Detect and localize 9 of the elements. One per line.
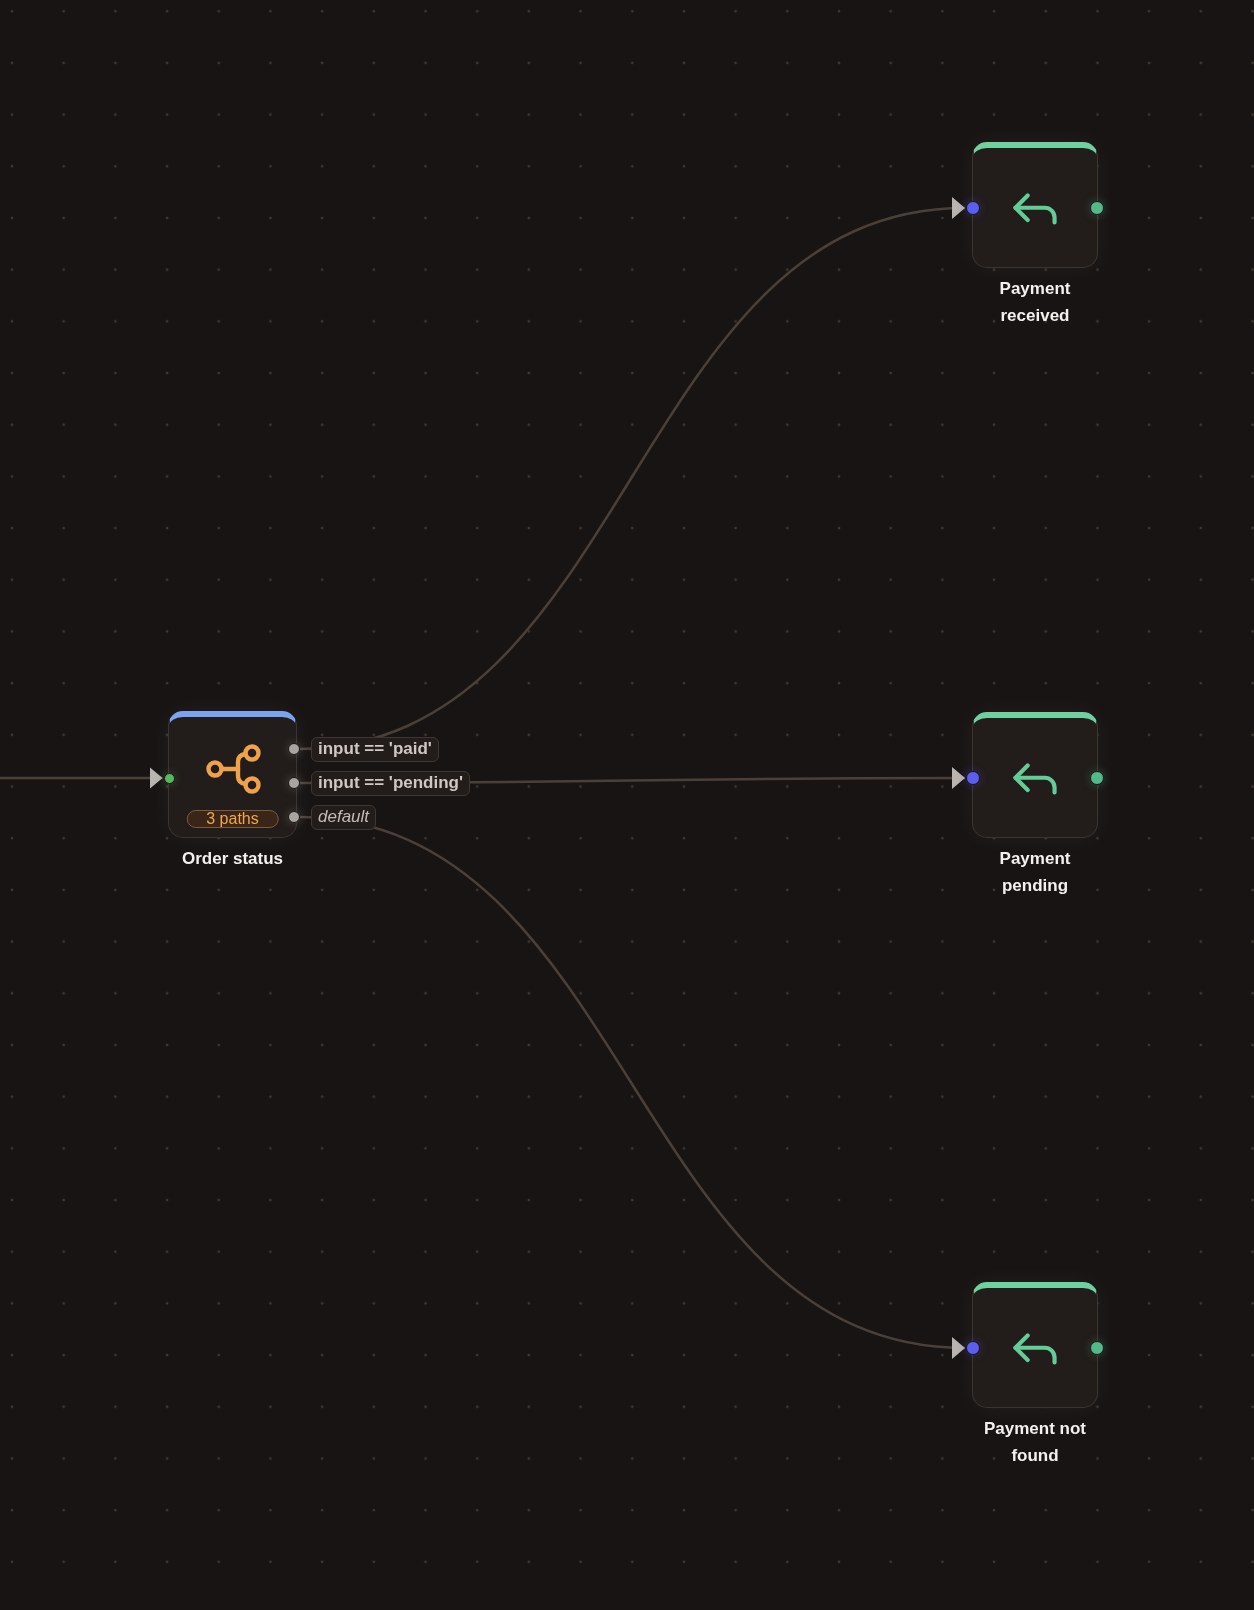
edge-label: input == 'paid' bbox=[311, 736, 439, 762]
node-title: Order status bbox=[180, 848, 285, 870]
node-title: Payment received bbox=[998, 278, 1072, 327]
path-count-badge: 3 paths bbox=[186, 810, 279, 828]
edge-label: input == 'pending' bbox=[311, 770, 471, 796]
edge-label: default bbox=[311, 804, 377, 830]
node-title: Payment pending bbox=[998, 848, 1072, 897]
node-title: Payment not found bbox=[983, 1418, 1087, 1467]
connector-arrow bbox=[0, 767, 163, 789]
